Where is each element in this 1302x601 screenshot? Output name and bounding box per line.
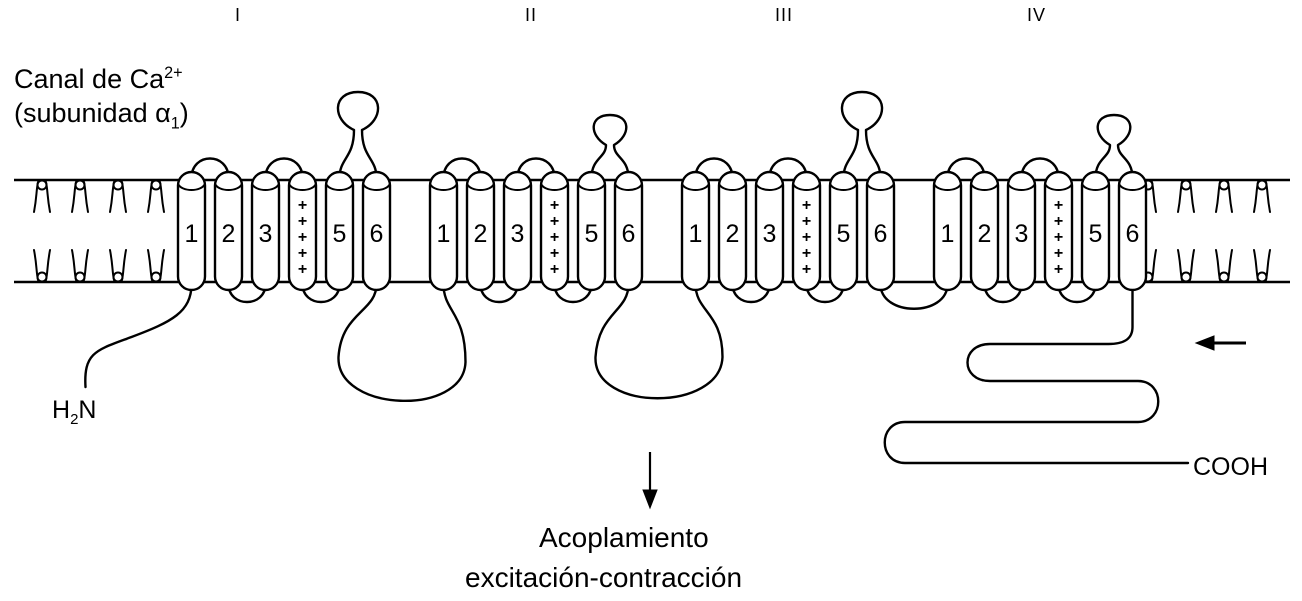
charge-plus-d4-4: + [1054,245,1063,262]
charge-plus-d3-1: + [802,197,811,214]
c-terminus-label: COOH [1193,452,1268,482]
helix-number-d1-s6: 6 [370,220,384,248]
helix-number-d3-s5: 5 [837,220,851,248]
helix-number-d1-s5: 5 [333,220,347,248]
charge-plus-d1-4: + [298,245,307,262]
c-terminus-tail [885,284,1188,463]
lipid-upper-7-head [1220,181,1229,190]
helix-number-d4-s1: 1 [941,220,955,248]
helix-number-d2-s1: 1 [437,220,451,248]
charge-plus-d4-2: + [1054,213,1063,230]
charge-plus-d4-5: + [1054,261,1063,278]
linker-i-ii [338,284,465,401]
title-line-1: Canal de Ca2+ [14,56,183,96]
charge-plus-d2-2: + [550,213,559,230]
direction-arrow-head [1196,336,1214,350]
helix-number-d3-s1: 1 [689,220,703,248]
lipid-upper-8-head [1258,181,1267,190]
lipid-upper-1-head [38,181,47,190]
helix-number-d4-s6: 6 [1126,220,1140,248]
p-loop-d2 [592,115,629,178]
charge-plus-d2-1: + [550,197,559,214]
charge-plus-d1-1: + [298,197,307,214]
charge-plus-d3-2: + [802,213,811,230]
subtitle-close: ) [180,98,189,128]
helix-number-d3-s3: 3 [763,220,777,248]
charge-plus-d4-3: + [1054,229,1063,246]
lipid-lower-7-head [1220,273,1229,282]
caption-line-2: excitación-contracción [465,561,742,595]
helix-number-d2-s2: 2 [474,220,488,248]
charge-plus-d1-5: + [298,261,307,278]
p-loop-d1 [338,92,378,178]
lipid-lower-4-head [152,273,161,282]
domain-label-4: IV [1027,5,1046,25]
helix-number-d4-s2: 2 [978,220,992,248]
lipid-upper-6-head [1182,181,1191,190]
lipid-lower-1-head [38,273,47,282]
helix-number-d2-s3: 3 [511,220,525,248]
lipid-lower-6-head [1182,273,1191,282]
charge-plus-d2-3: + [550,229,559,246]
charge-plus-d2-4: + [550,245,559,262]
helix-number-d1-s2: 2 [222,220,236,248]
caption-arrow-head [643,490,657,508]
helix-number-d2-s5: 5 [585,220,599,248]
n-terminus-tail [85,284,191,387]
p-loop-d4 [1096,115,1133,178]
helix-number-d2-s6: 6 [622,220,636,248]
lipid-lower-8-head [1258,273,1267,282]
helix-number-d3-s6: 6 [874,220,888,248]
p-loop-d3 [842,92,882,178]
caption-line-1: Acoplamiento [539,521,709,555]
subtitle-text: (subunidad α [14,98,171,128]
subtitle-subscript: 1 [171,114,180,132]
domain-label-1: I [235,5,241,25]
n-terminus-label: H2N [52,395,96,435]
lipid-upper-4-head [152,181,161,190]
lipid-lower-3-head [114,273,123,282]
charge-plus-d1-3: + [298,229,307,246]
charge-plus-d3-5: + [802,261,811,278]
helix-number-d4-s5: 5 [1089,220,1103,248]
helices: 123+++++56123+++++56123+++++56123+++++56 [178,172,1146,290]
n-terminus-h: H [52,396,70,424]
linker-ii-iii [595,284,722,398]
title-superscript: 2+ [164,64,182,82]
helix-number-d1-s3: 3 [259,220,273,248]
n-terminus-n: N [78,396,96,424]
domain-label-2: II [525,5,537,25]
helix-number-d3-s2: 2 [726,220,740,248]
helix-number-d1-s1: 1 [185,220,199,248]
charge-plus-d4-1: + [1054,197,1063,214]
charge-plus-d3-4: + [802,245,811,262]
domain-label-3: III [775,5,793,25]
lipid-lower-2-head [76,273,85,282]
lipid-upper-3-head [114,181,123,190]
title-text: Canal de Ca [14,64,164,94]
charge-plus-d2-5: + [550,261,559,278]
lipid-upper-2-head [76,181,85,190]
linker-iii-iv [881,284,948,309]
helix-number-d4-s3: 3 [1015,220,1029,248]
charge-plus-d1-2: + [298,213,307,230]
charge-plus-d3-3: + [802,229,811,246]
title-line-2: (subunidad α1) [14,96,189,140]
